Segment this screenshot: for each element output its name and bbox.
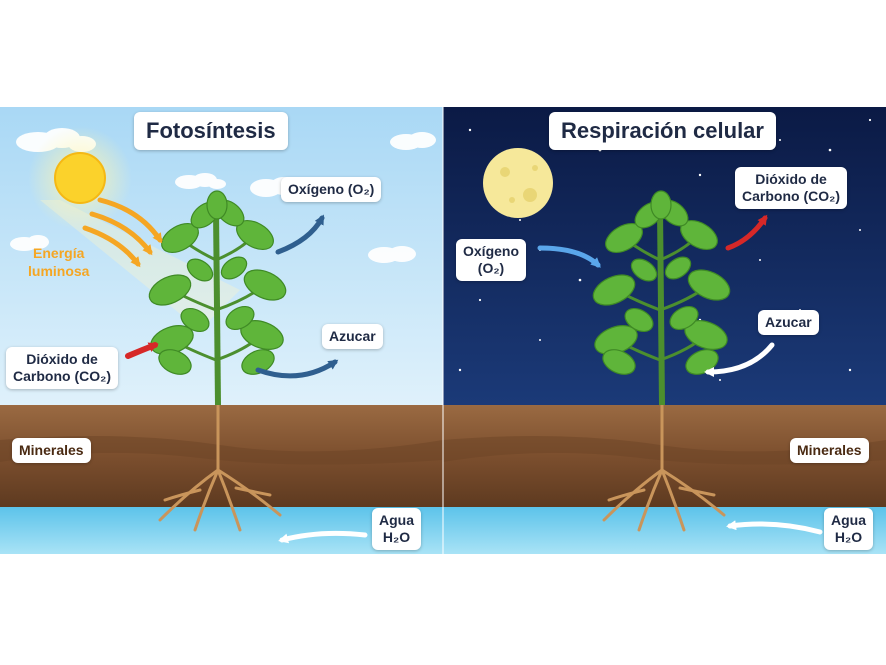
label-sugar: Azucar <box>322 324 383 349</box>
label-line: Carbono (CO₂) <box>13 367 111 384</box>
label-line: luminosa <box>28 262 90 279</box>
label-oxygen: Oxígeno (O₂) <box>281 177 382 202</box>
plant-left <box>148 190 287 532</box>
label-text: Minerales <box>797 442 862 458</box>
label-text: Minerales <box>19 442 84 458</box>
label-light-energy: Energía luminosa <box>28 245 89 280</box>
label-line: H₂O <box>382 528 411 545</box>
arrow-oxygen-out <box>275 214 325 255</box>
arrow-water-in <box>278 530 368 544</box>
title-text: Fotosíntesis <box>146 118 276 143</box>
arrow-co2-out <box>725 214 768 251</box>
arrow-co2-in <box>125 342 159 359</box>
water-left <box>0 507 443 554</box>
label-line: (O₂) <box>477 259 505 276</box>
label-minerals: Minerales <box>12 438 91 463</box>
label-text: Azucar <box>329 328 376 344</box>
title-cellular-respiration: Respiración celular <box>549 112 776 151</box>
label-co2: Dióxido de Carbono (CO₂) <box>735 167 847 209</box>
soil-layer <box>443 436 886 465</box>
label-text: Oxígeno (O₂) <box>288 181 375 197</box>
label-water: Agua H₂O <box>824 508 873 550</box>
label-line: Energía <box>33 245 85 261</box>
label-minerals: Minerales <box>790 438 869 463</box>
label-line: Agua <box>831 512 866 528</box>
label-text: Azucar <box>765 314 812 330</box>
sun <box>54 152 106 204</box>
label-oxygen: Oxígeno (O₂) <box>456 239 527 281</box>
arrow-sugar-out <box>255 359 339 379</box>
label-line: H₂O <box>834 528 863 545</box>
label-line: Agua <box>379 512 414 528</box>
moon <box>483 148 553 218</box>
title-photosynthesis: Fotosíntesis <box>134 112 288 151</box>
arrow-oxygen-in <box>537 245 601 268</box>
label-line: Dióxido de <box>26 351 98 367</box>
title-text: Respiración celular <box>561 118 764 143</box>
label-water: Agua H₂O <box>372 508 421 550</box>
arrow-sugar-in <box>704 342 775 377</box>
plant-right <box>592 190 731 532</box>
arrow-light-energy <box>82 197 163 268</box>
label-line: Dióxido de <box>755 171 827 187</box>
label-sugar: Azucar <box>758 310 819 335</box>
label-co2: Dióxido de Carbono (CO₂) <box>6 347 118 389</box>
soil-layer <box>0 436 443 465</box>
label-line: Carbono (CO₂) <box>742 187 840 204</box>
arrow-water-in <box>726 520 823 535</box>
label-line: Oxígeno <box>463 243 520 259</box>
